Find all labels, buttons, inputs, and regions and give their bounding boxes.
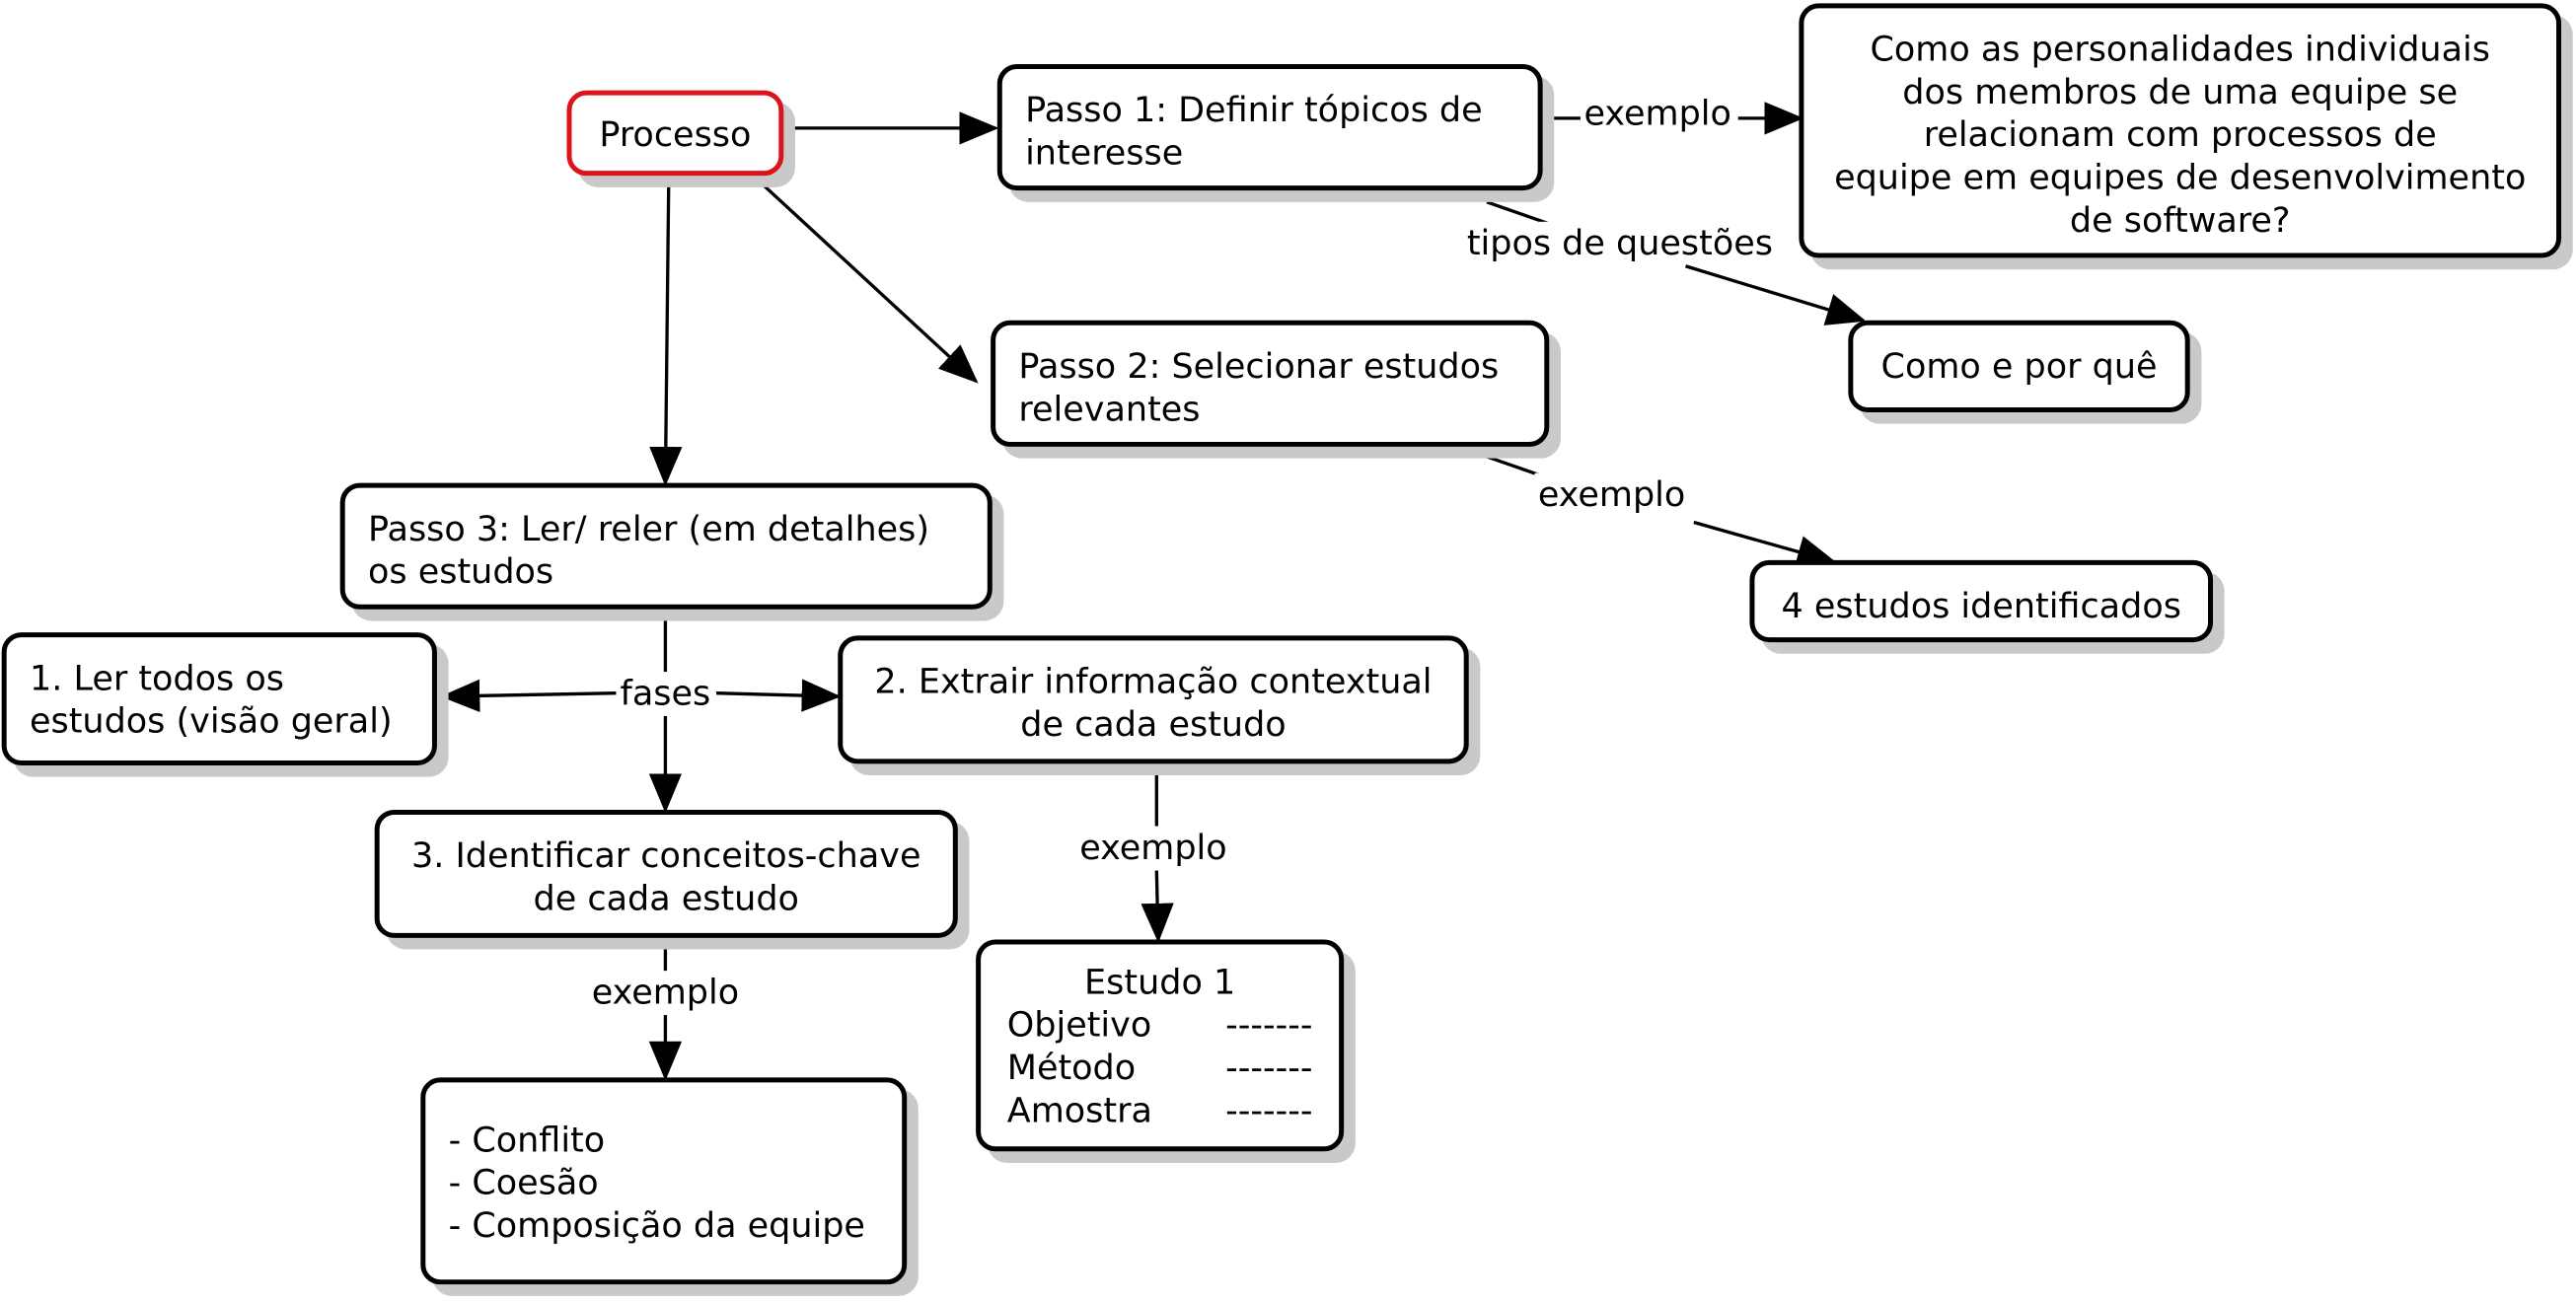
estudo1-row-label: Método xyxy=(1006,1048,1137,1088)
edge-label-fases: fases xyxy=(617,672,714,715)
node-fase3: 3. Identificar conceitos-chave de cada e… xyxy=(374,809,958,938)
estudo1-row-label: Objetivo xyxy=(1006,1005,1152,1046)
node-fase2: 2. Extrair informação contextual de cada… xyxy=(838,635,1469,764)
node-4-estudos: 4 estudos identificados xyxy=(1749,559,2214,643)
estudo1-row: Objetivo ------- xyxy=(1007,1003,1313,1046)
edge-label-exemplo-fase3: exemplo xyxy=(588,971,743,1014)
edge-label-exemplo-fase2: exemplo xyxy=(1075,826,1231,869)
edge-label-tipos-de-questoes: tipos de questões xyxy=(1463,221,1777,265)
estudo1-row-value: ------- xyxy=(1225,1090,1313,1130)
edge-exemplo-estudo1 xyxy=(1141,870,1174,943)
node-passo1: Passo 1: Definir tópicos de interesse xyxy=(996,63,1543,191)
edge-processo-passo3 xyxy=(649,185,683,486)
edge-fases-fase2 xyxy=(715,679,842,712)
node-conceitos: - Conflito - Coesão - Composição da equi… xyxy=(420,1077,908,1285)
node-pergunta: Como as personalidades individuais dos m… xyxy=(1799,3,2562,258)
edge-exemplo-4estudos xyxy=(1693,520,1837,568)
node-processo: Processo xyxy=(566,90,784,177)
edge-tipos-comoporque xyxy=(1685,264,1867,326)
estudo1-row: Método ------- xyxy=(1007,1047,1313,1089)
edge-processo-passo2 xyxy=(763,183,979,384)
node-passo3: Passo 3: Ler/ reler (em detalhes) os est… xyxy=(339,482,993,610)
edge-label-exemplo-passo2: exemplo xyxy=(1534,472,1689,516)
node-passo2: Passo 2: Selecionar estudos relevantes xyxy=(991,320,1550,447)
estudo1-row: Amostra ------- xyxy=(1007,1089,1313,1131)
estudo1-row-value: ------- xyxy=(1225,1048,1313,1088)
node-estudo1: Estudo 1 Objetivo ------- Método -------… xyxy=(976,939,1345,1152)
edge-label-exemplo-passo1: exemplo xyxy=(1581,92,1735,135)
estudo1-title: Estudo 1 xyxy=(1084,962,1236,1002)
node-como-e-por-que: Como e por quê xyxy=(1848,320,2190,412)
edge-fases-fase1 xyxy=(440,679,617,712)
estudo1-row-label: Amostra xyxy=(1006,1090,1152,1130)
node-fase1: 1. Ler todos os estudos (visão geral) xyxy=(1,632,437,765)
estudo1-row-value: ------- xyxy=(1225,1005,1313,1046)
